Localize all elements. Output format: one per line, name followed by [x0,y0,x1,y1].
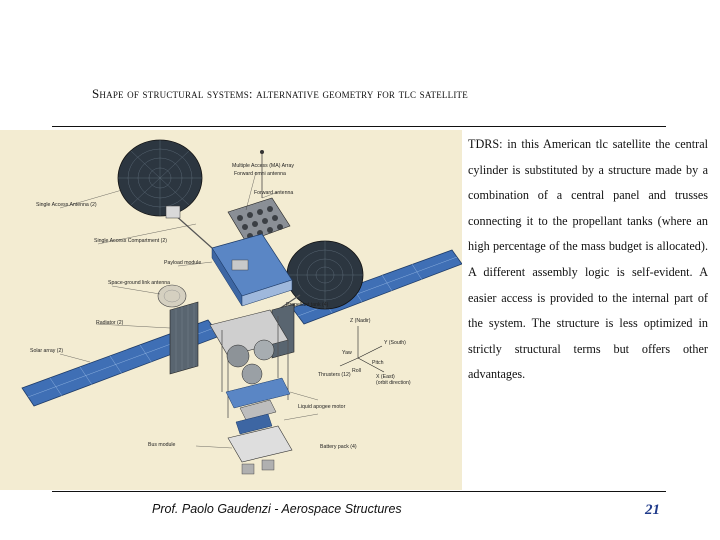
label-ma-array: Multiple Access (MA) Array [232,163,294,169]
label-single-access-compartment: Single Access Compartment (2) [94,238,167,244]
single-access-antenna-left [117,139,213,249]
space-ground-link-antenna [157,284,187,308]
label-yaw: Yaw [342,350,352,356]
page-number: 21 [645,502,660,518]
label-single-access-antenna: Single Access Antenna (2) [36,202,97,208]
label-axis-y: Y (South) [384,340,406,346]
label-propellant-tank: Propellant tank (4) [286,302,329,308]
label-payload-module: Payload module [164,260,201,266]
label-axis-x: X (East) [376,374,395,380]
leader-lines [59,171,319,449]
label-battery-pack: Battery pack (4) [320,444,357,450]
multiple-access-array [227,150,291,243]
label-axis-x-sub: (orbit direction) [376,380,411,386]
label-forward-omni-antenna: Forward omni antenna [234,171,286,177]
label-liquid-apogee-motor: Liquid apogee motor [298,404,346,410]
label-radiator: Radiator (2) [96,320,124,326]
label-forward-antenna: Forward antenna [254,190,293,196]
label-bus-module: Bus module [148,442,176,448]
footer-divider [52,491,666,492]
label-roll: Roll [352,368,361,374]
label-axis-z: Z (Nadir) [350,318,371,324]
slide-title: Shape of structural systems: alternative… [92,86,468,101]
satellite-illustration: Multiple Access (MA) Array Forward omni … [21,139,462,475]
payload-module [211,233,293,307]
single-access-antenna-right [269,240,364,316]
label-space-ground-link-antenna: Space-ground link antenna [108,280,170,286]
body-text: TDRS: in this American tlc satellite the… [468,137,708,382]
bus-structure [209,309,293,475]
radiator [169,301,295,375]
coordinate-axes [339,326,385,373]
title-divider [52,126,666,127]
label-solar-array: Solar array (2) [30,348,63,354]
satellite-diagram: Multiple Access (MA) Array Forward omni … [0,130,462,490]
label-pitch: Pitch [372,360,384,366]
label-thrusters: Thrusters (12) [318,372,351,378]
footer-author: Prof. Paolo Gaudenzi - Aerospace Structu… [152,502,402,516]
